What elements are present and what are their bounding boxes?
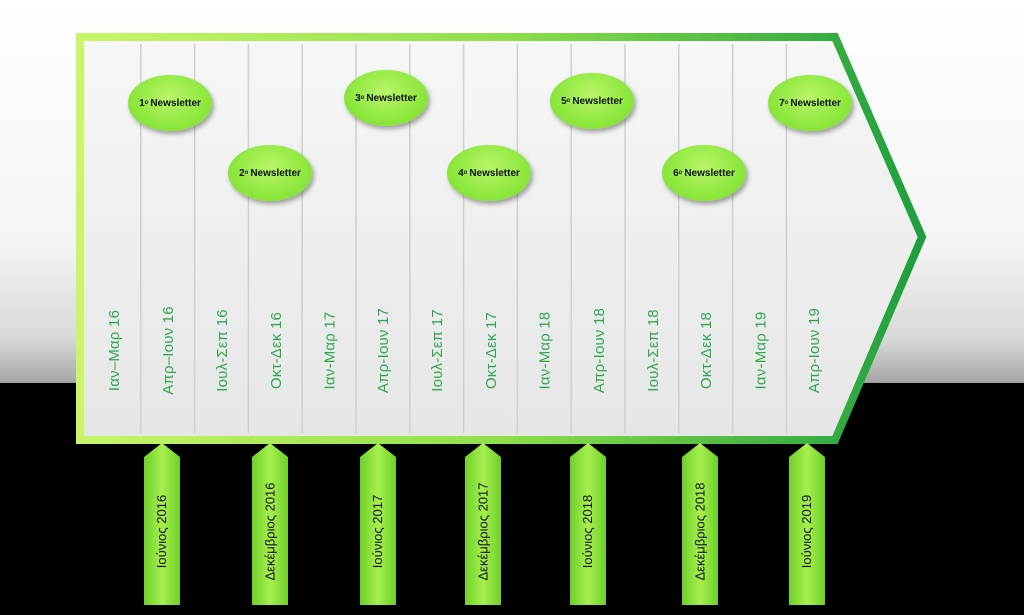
newsletter-label: Newsletter xyxy=(684,167,735,179)
period-label: Οκτ-Δεκ 17 xyxy=(474,285,510,415)
milestone-arrow-shape xyxy=(570,443,606,605)
milestone-arrow-shape xyxy=(144,443,180,605)
period-label: Ιαν–Μαρ 16 xyxy=(97,285,133,415)
period-label-text: Απρ-Ιουν 18 xyxy=(590,307,608,393)
milestone-arrow-shape xyxy=(252,443,288,605)
newsletter-number: 5 xyxy=(561,95,567,107)
period-label-text: Ιουλ-Σεπ 18 xyxy=(644,308,662,392)
milestone-arrow: Δεκέμβριος 2017 xyxy=(465,443,501,605)
newsletter-label: Newsletter xyxy=(469,167,520,179)
newsletter-ordinal: ο xyxy=(463,170,468,176)
milestone-arrow: Δεκέμβριος 2016 xyxy=(252,443,288,605)
period-label-text: Απρ-Ιουν 19 xyxy=(805,307,823,393)
milestone-arrow-shape xyxy=(570,443,606,605)
milestone-label: Ιούνιος 2016 xyxy=(144,457,180,605)
period-label: Ιαν-Μαρ 18 xyxy=(527,285,563,415)
newsletter-ordinal: ο xyxy=(784,100,789,106)
milestone-arrow: Ιούνιος 2016 xyxy=(144,443,180,605)
milestone-label: Δεκέμβριος 2017 xyxy=(465,457,501,605)
period-label-text: Οκτ-Δεκ 18 xyxy=(698,311,716,389)
period-label-text: Ιαν–Μαρ 16 xyxy=(106,309,124,391)
period-label: Απρ-Ιουν 19 xyxy=(796,285,832,415)
milestone-arrow: Ιούνιος 2018 xyxy=(570,443,606,605)
period-label-text: Οκτ-Δεκ 16 xyxy=(267,311,285,389)
period-label-text: Απρ-Ιουν 17 xyxy=(375,307,393,393)
newsletter-label: Newsletter xyxy=(250,167,301,179)
milestone-label-text: Ιούνιος 2016 xyxy=(154,494,170,568)
milestone-label: Ιούνιος 2019 xyxy=(789,457,825,605)
milestone-label-text: Δεκέμβριος 2018 xyxy=(692,481,708,581)
newsletter-ordinal: ο xyxy=(144,100,149,106)
newsletter-number: 2 xyxy=(239,167,245,179)
newsletter-label: Newsletter xyxy=(150,97,201,109)
milestone-arrow: Ιούνιος 2019 xyxy=(789,443,825,605)
newsletter-ordinal: ο xyxy=(566,98,571,104)
newsletter-label: Newsletter xyxy=(572,95,623,107)
period-label: Οκτ-Δεκ 18 xyxy=(689,285,725,415)
period-label: Ιουλ-Σεπ 16 xyxy=(205,285,241,415)
milestone-arrow-shape xyxy=(465,443,501,605)
newsletter-label: Newsletter xyxy=(366,92,417,104)
milestone-label-text: Δεκέμβριος 2017 xyxy=(475,481,491,581)
period-label: Απρ–Ιουν 16 xyxy=(151,285,187,415)
milestone-label: Ιούνιος 2017 xyxy=(360,457,396,605)
period-label: Ιουλ-Σεπ 17 xyxy=(420,285,456,415)
newsletter-number: 3 xyxy=(355,92,361,104)
period-label-text: Ιουλ-Σεπ 17 xyxy=(429,308,447,392)
milestone-arrow-shape xyxy=(682,443,718,605)
period-label-text: Ιαν-Μαρ 19 xyxy=(752,311,770,389)
milestone-label-text: Ιούνιος 2019 xyxy=(799,494,815,568)
period-label: Ιουλ-Σεπ 18 xyxy=(635,285,671,415)
period-label: Απρ-Ιουν 17 xyxy=(366,285,402,415)
milestone-label-text: Ιούνιος 2018 xyxy=(580,494,596,568)
newsletter-number: 7 xyxy=(779,97,785,109)
milestone-arrow-shape xyxy=(789,443,825,605)
newsletter-number: 6 xyxy=(673,167,679,179)
newsletter-number: 4 xyxy=(458,167,464,179)
newsletter-label: Newsletter xyxy=(790,97,841,109)
milestone-arrow-shape xyxy=(252,443,288,605)
milestone-arrow: Δεκέμβριος 2018 xyxy=(682,443,718,605)
milestone-label: Ιούνιος 2018 xyxy=(570,457,606,605)
milestone-label: Δεκέμβριος 2018 xyxy=(682,457,718,605)
milestone-arrow-shape xyxy=(682,443,718,605)
newsletter-ordinal: ο xyxy=(360,95,365,101)
period-label-text: Ιουλ-Σεπ 16 xyxy=(214,308,232,392)
milestone-arrow-shape xyxy=(360,443,396,605)
period-label-text: Ιαν-Μαρ 18 xyxy=(536,311,554,389)
period-label-text: Απρ–Ιουν 16 xyxy=(160,305,178,395)
period-label: Οκτ-Δεκ 16 xyxy=(258,285,294,415)
newsletter-ordinal: ο xyxy=(244,170,249,176)
milestone-arrow-shape xyxy=(789,443,825,605)
milestone-arrow: Ιούνιος 2017 xyxy=(360,443,396,605)
milestone-arrow-shape xyxy=(465,443,501,605)
newsletter-ordinal: ο xyxy=(678,170,683,176)
milestone-label: Δεκέμβριος 2016 xyxy=(252,457,288,605)
period-label-text: Οκτ-Δεκ 17 xyxy=(483,311,500,389)
milestone-arrow-shape xyxy=(360,443,396,605)
milestone-label-text: Δεκέμβριος 2016 xyxy=(262,481,278,581)
period-label: Ιαν-Μαρ 19 xyxy=(743,285,779,415)
milestone-arrow-shape xyxy=(144,443,180,605)
period-label: Ιαν-Μαρ 17 xyxy=(312,285,348,415)
newsletter-number: 1 xyxy=(139,97,145,109)
milestone-label-text: Ιούνιος 2017 xyxy=(370,494,386,568)
period-label: Απρ-Ιουν 18 xyxy=(581,285,617,415)
period-label-text: Ιαν-Μαρ 17 xyxy=(321,311,339,389)
